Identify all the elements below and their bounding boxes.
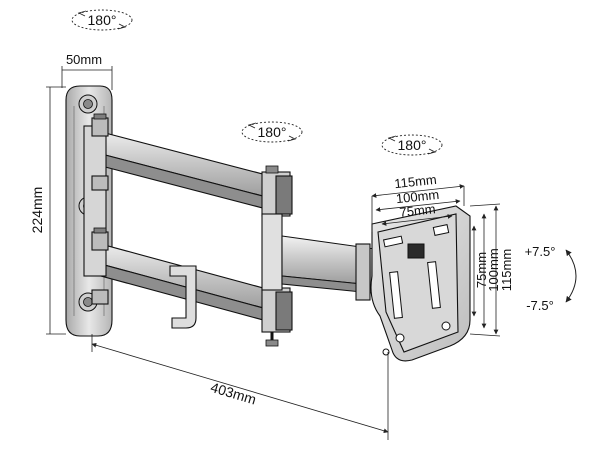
tilt-lock-block: [407, 243, 425, 259]
rotation-ellipse: [71, 9, 133, 31]
cable-clip: [169, 265, 197, 329]
vesa-vertical-dimensions: 75mm 100mm 115mm: [469, 203, 514, 337]
vesa-slot: [382, 235, 404, 248]
bolt-icon: [78, 94, 98, 114]
rotation-arrow-icon: [117, 23, 127, 30]
extension-label: 403mm: [209, 379, 258, 408]
rotation-arrow-icon: [387, 135, 397, 142]
tilt-arrow-icon: [565, 249, 577, 303]
rotation-ellipse: [381, 134, 443, 156]
vesa-h-mid-label: 100mm: [395, 187, 440, 206]
upper-arm: [83, 113, 279, 325]
hinge-icon: [91, 227, 109, 251]
rotation-indicator-middle: 180°: [241, 121, 303, 143]
plate-height-label: 224mm: [29, 187, 45, 234]
rotation-arrow-icon: [77, 10, 87, 17]
plate-width-label: 50mm: [66, 52, 102, 67]
tilt-up-label: +7.5°: [525, 244, 556, 259]
rotation-arrow-icon: [427, 148, 437, 155]
hinge-icon: [91, 175, 109, 191]
vesa-hole: [441, 321, 451, 331]
vesa-h-min-label: 75mm: [399, 201, 436, 220]
hinge-icon: [91, 289, 109, 305]
hinge-icon: [91, 113, 109, 137]
dimension-extension: 403mm: [91, 334, 389, 440]
rotation-label-middle: 180°: [258, 124, 287, 140]
tilt-indicator: +7.5° -7.5°: [525, 244, 577, 313]
dimension-plate-width: 50mm: [61, 52, 113, 90]
vesa-slot: [427, 261, 441, 309]
rotation-ellipse: [241, 121, 303, 143]
vesa-hole: [395, 333, 405, 343]
lower-arm: [281, 235, 383, 301]
tilt-down-label: -7.5°: [526, 298, 554, 313]
dimension-plate-height: 224mm: [29, 86, 66, 335]
rotation-indicator-right: 180°: [381, 134, 443, 156]
vesa-horizontal-dimensions: 115mm 100mm 75mm: [371, 172, 465, 232]
rotation-label-top: 180°: [88, 12, 117, 28]
vesa-slot: [389, 271, 403, 319]
vesa-v-mid-label: 100mm: [486, 248, 501, 291]
rotation-arrow-icon: [287, 135, 297, 142]
rotation-indicator-top: 180°: [71, 9, 133, 31]
elbow-joint: [261, 165, 293, 347]
vesa-v-max-label: 115mm: [499, 249, 514, 291]
rotation-arrow-icon: [247, 122, 257, 129]
rotation-label-right: 180°: [398, 137, 427, 153]
vesa-plate: [370, 205, 471, 362]
vesa-v-min-label: 75mm: [474, 252, 489, 288]
vesa-h-max-label: 115mm: [394, 172, 438, 191]
vesa-slot: [432, 224, 450, 236]
